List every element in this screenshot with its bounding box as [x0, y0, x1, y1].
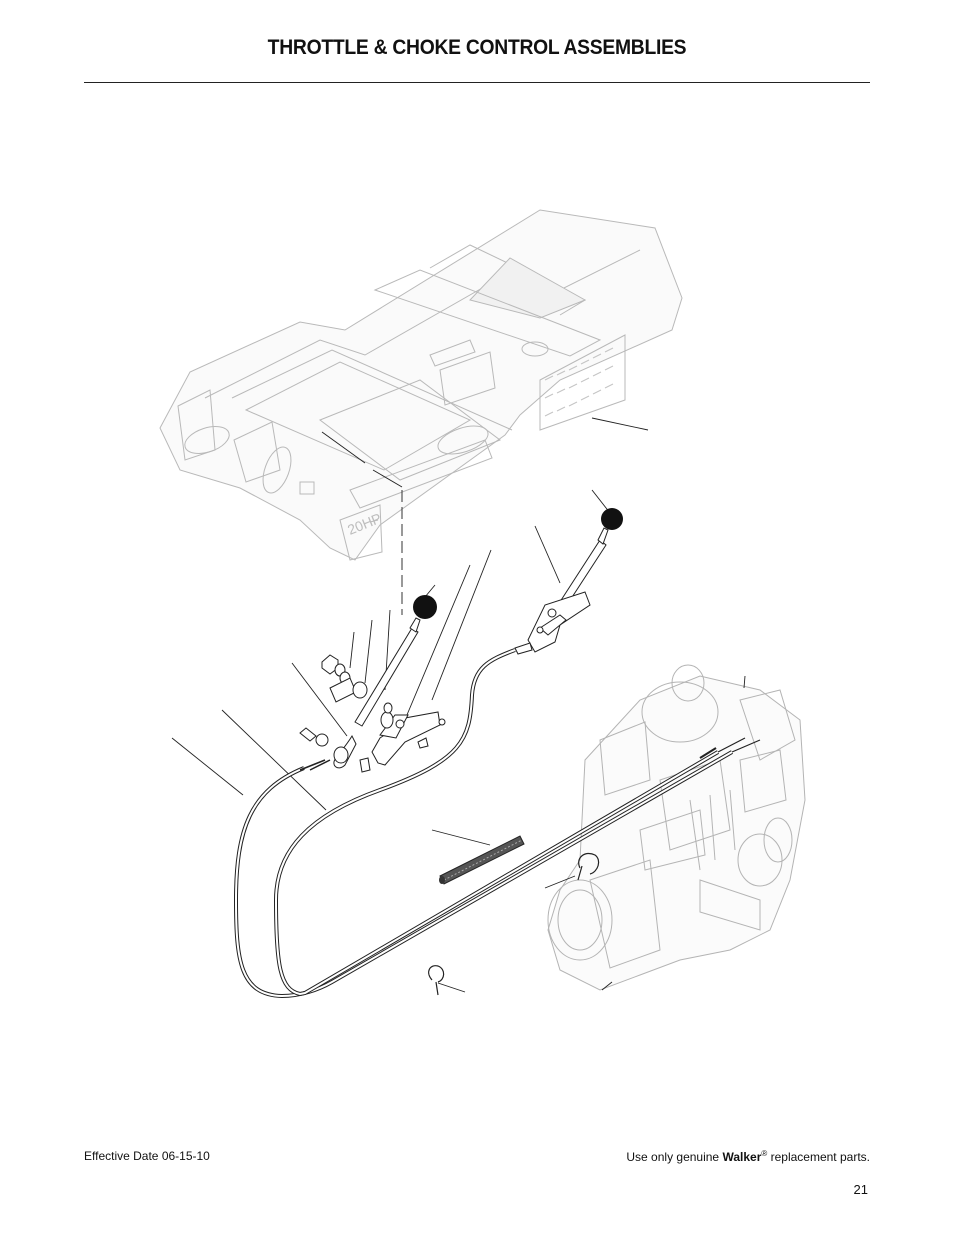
registered-mark: ®: [761, 1149, 768, 1158]
page-title: THROTTLE & CHOKE CONTROL ASSEMBLIES: [267, 36, 687, 59]
genuine-parts-notice: Use only genuine Walker® replacement par…: [626, 1149, 870, 1164]
brand-name: Walker: [722, 1150, 762, 1164]
mower-body-outline: [159, 209, 683, 561]
cable-clamps: [428, 852, 600, 996]
control-cables: [233, 648, 761, 999]
page-number: 21: [853, 1182, 868, 1197]
spiral-wrap: [439, 835, 525, 885]
throttle-lever-assembly: [299, 617, 446, 773]
effective-date: Effective Date 06-15-10: [84, 1149, 210, 1163]
title-rule: [84, 82, 870, 83]
genuine-prefix: Use only genuine: [626, 1150, 720, 1164]
throttle-knob: [413, 595, 437, 619]
genuine-suffix: replacement parts.: [770, 1150, 870, 1164]
callout-leaders: [171, 417, 746, 993]
choke-knob: [601, 508, 623, 530]
choke-lever-assembly: [514, 527, 609, 655]
engine-outline: [547, 664, 806, 991]
